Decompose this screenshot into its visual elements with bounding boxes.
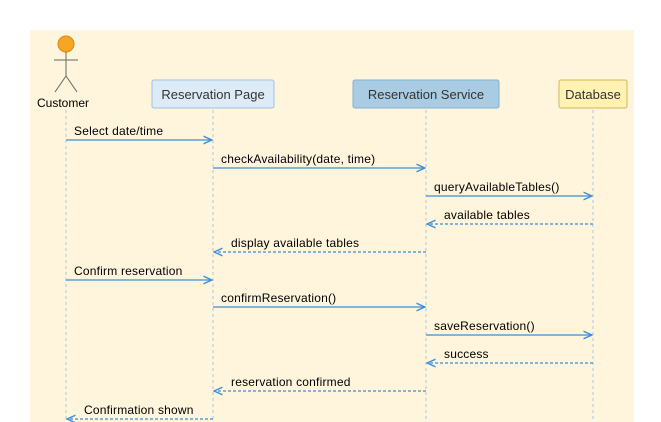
message-label: success — [444, 347, 489, 361]
participants: Customer Reservation Page Reservation Serv… — [37, 35, 628, 110]
participant-service: Reservation Service — [352, 79, 500, 109]
message-label: checkAvailability(date, time) — [221, 152, 375, 166]
message-9: success — [427, 347, 593, 363]
participant-label-db: Database — [565, 87, 621, 102]
message-3: queryAvailableTables() — [426, 180, 592, 196]
participant-label-page: Reservation Page — [161, 87, 264, 102]
participant-box-page — [151, 79, 275, 109]
participant-page: Reservation Page — [151, 79, 275, 109]
message-label: available tables — [444, 208, 530, 222]
participant-db: Database — [558, 79, 628, 109]
participant-label-customer: Customer — [37, 96, 89, 110]
message-label: Confirm reservation — [74, 264, 183, 278]
message-6: Confirm reservation — [66, 264, 212, 280]
message-label: confirmReservation() — [221, 291, 336, 305]
message-label: reservation confirmed — [231, 375, 351, 389]
lifelines — [65, 110, 594, 420]
message-label: Confirmation shown — [84, 403, 194, 417]
message-11: Confirmation shown — [67, 403, 213, 419]
message-5: display available tables — [214, 236, 426, 252]
message-label: queryAvailableTables() — [434, 180, 560, 194]
message-10: reservation confirmed — [214, 375, 426, 391]
participant-label-service: Reservation Service — [368, 87, 484, 102]
actor-customer: Customer — [37, 35, 89, 110]
actor-head — [57, 35, 75, 53]
actor-left-leg — [54, 75, 67, 93]
participant-box-service — [352, 79, 500, 109]
message-2: checkAvailability(date, time) — [213, 152, 425, 168]
message-1: Select date/time — [66, 124, 212, 140]
message-4: available tables — [427, 208, 593, 224]
messages: Select date/time checkAvailability(date, … — [66, 124, 593, 419]
message-8: saveReservation() — [426, 319, 592, 335]
diagram-background — [30, 30, 634, 422]
message-label: Select date/time — [74, 124, 163, 138]
message-label: display available tables — [231, 236, 359, 250]
participant-box-db — [558, 79, 628, 109]
message-7: confirmReservation() — [213, 291, 425, 307]
message-label: saveReservation() — [434, 319, 535, 333]
actor-right-leg — [65, 75, 78, 93]
